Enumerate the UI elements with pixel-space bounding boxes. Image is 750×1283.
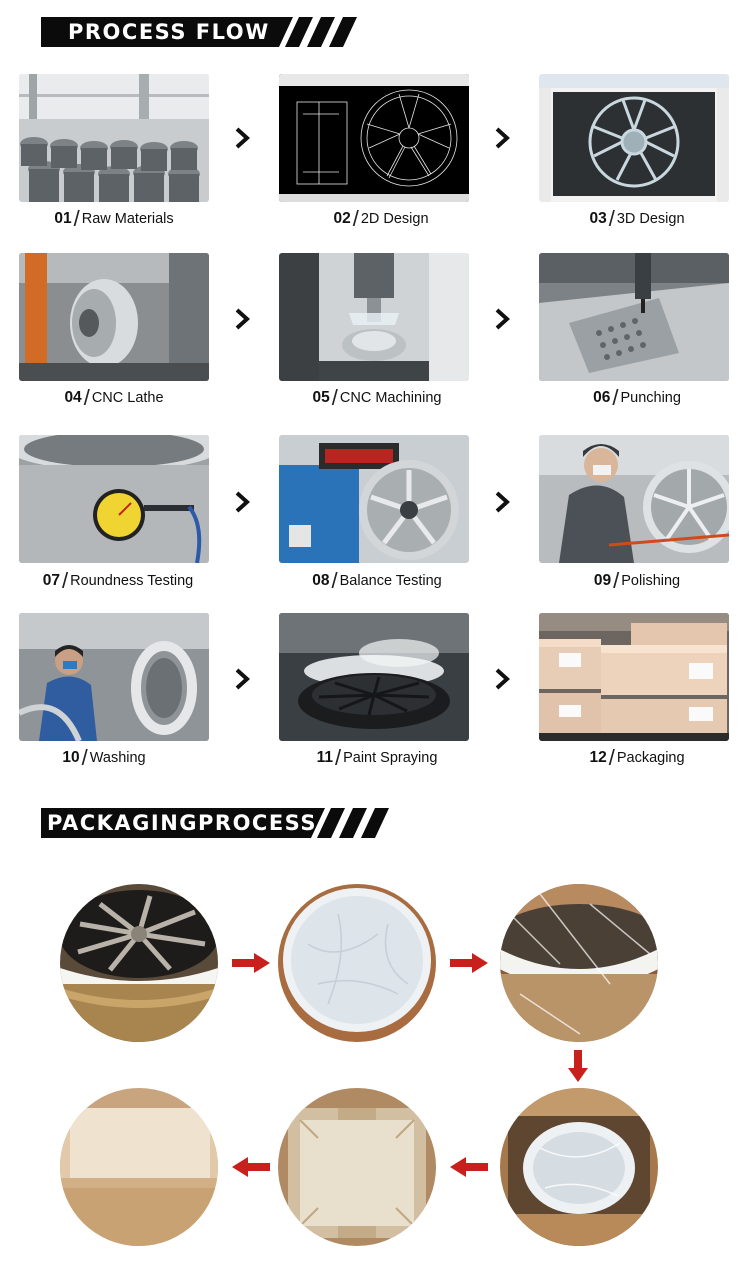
roundness-testing-photo (19, 435, 209, 563)
red-arrow-left-icon (232, 1157, 270, 1177)
chevron-right-icon (495, 491, 510, 513)
wheel-placed-in-box-photo (500, 1088, 658, 1246)
cnc-machining-photo (279, 253, 469, 381)
chevron-right-icon (495, 308, 510, 330)
step-caption: 04/CNC Lathe (64, 385, 164, 410)
wheel-covered-with-film-photo (278, 884, 436, 1042)
chevron-right-icon (235, 668, 250, 690)
raw-materials-photo (19, 74, 209, 202)
step-caption: 07/Roundness Testing (42, 568, 194, 593)
red-arrow-right-icon (450, 953, 488, 973)
step-caption: 08/Balance Testing (312, 568, 442, 593)
red-arrow-down-icon (568, 1050, 588, 1082)
step-caption: 09/Polishing (593, 568, 681, 593)
chevron-right-icon (495, 127, 510, 149)
chevron-right-icon (495, 668, 510, 690)
polishing-photo (539, 435, 729, 563)
washing-photo (19, 613, 209, 741)
chevron-right-icon (235, 491, 250, 513)
box-with-cardboard-insert-photo (278, 1088, 436, 1246)
box-sealed-photo (60, 1088, 218, 1246)
2d-design-photo (279, 74, 469, 202)
process-flow-banner: PROCESS FLOW (41, 17, 357, 47)
chevron-right-icon (235, 308, 250, 330)
chevron-right-icon (235, 127, 250, 149)
red-arrow-right-icon (232, 953, 270, 973)
process-flow-heading: PROCESS FLOW (68, 20, 270, 44)
step-caption: 06/Punching (593, 385, 681, 410)
cnc-lathe-photo (19, 253, 209, 381)
step-caption: 11/Paint Spraying (316, 745, 438, 770)
packaging-process-heading: PACKAGINGPROCESS (47, 811, 317, 835)
red-arrow-left-icon (450, 1157, 488, 1177)
packaging-photo (539, 613, 729, 741)
step-caption: 05/CNC Machining (312, 385, 442, 410)
punching-photo (539, 253, 729, 381)
step-caption: 01/Raw Materials (54, 206, 174, 231)
wheel-with-foam-ring-photo (60, 884, 218, 1042)
paint-spraying-photo (279, 613, 469, 741)
step-caption: 03/3D Design (589, 206, 685, 231)
step-caption: 10/Washing (62, 745, 146, 770)
3d-design-photo (539, 74, 729, 202)
packaging-process-banner: PACKAGINGPROCESS (41, 808, 389, 838)
step-caption: 02/2D Design (333, 206, 429, 231)
step-caption: 12/Packaging (589, 745, 685, 770)
balance-testing-photo (279, 435, 469, 563)
wheel-wrapped-in-plastic-photo (500, 884, 658, 1042)
